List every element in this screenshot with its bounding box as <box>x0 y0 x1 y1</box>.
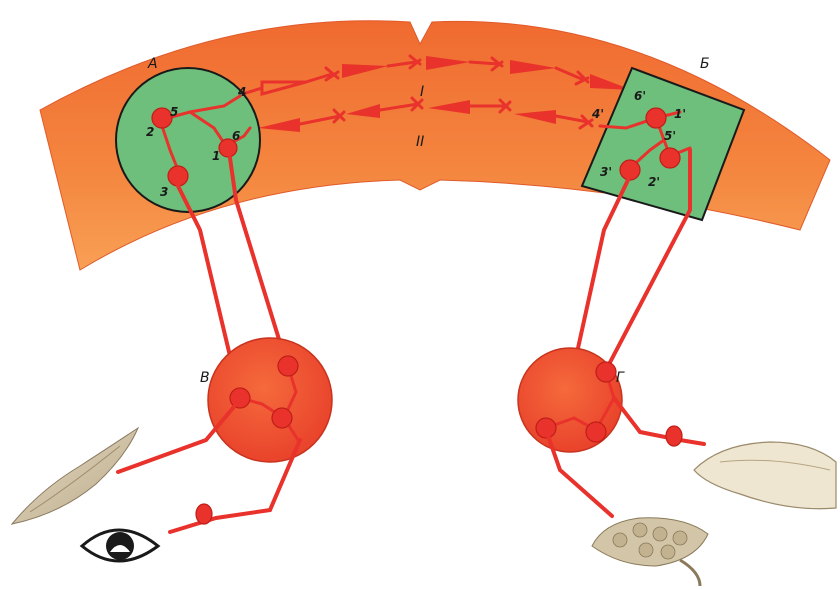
muscle-icon <box>12 428 138 524</box>
neuron-b-4-label: 4' <box>591 107 604 121</box>
pathway-1-label: I <box>420 84 424 100</box>
neuron-a-5-label: 5 <box>170 105 178 119</box>
neuron-b-3-label: 3' <box>600 165 612 179</box>
neuron-b-5 <box>660 148 680 168</box>
neuron-b-3 <box>620 160 640 180</box>
neuron-b-1-label: 1' <box>674 107 686 121</box>
zone-a: 4 5 2 6 1 3 <box>116 68 260 212</box>
neuron-b-2-label: 2' <box>648 175 660 189</box>
nucleus-g <box>518 348 622 452</box>
neuron-a-5 <box>152 108 172 128</box>
fiber-to-tongue <box>614 398 704 444</box>
eye-icon <box>82 530 158 561</box>
neuron-a-4-label: 4 <box>237 85 246 99</box>
neuron-a-6-label: 6 <box>232 129 240 143</box>
nucleus-v-label: В <box>200 370 210 386</box>
neuron-b-6 <box>646 108 666 128</box>
neuron-b-5-label: 5' <box>664 129 676 143</box>
zone-a-label: А <box>147 56 158 72</box>
nucleus-g-neuron-1 <box>596 362 616 382</box>
nucleus-g-neuron-3 <box>586 422 606 442</box>
pathway-2-label: II <box>416 134 424 150</box>
neuron-a-2-label: 2 <box>146 125 154 139</box>
tongue-icon <box>694 442 836 509</box>
nucleus-g-label: Г <box>616 370 625 386</box>
neuron-a-3 <box>168 166 188 186</box>
salivary-gland-icon <box>592 518 708 586</box>
neuron-a-3-label: 3 <box>160 185 168 199</box>
neuron-a-1-label: 1 <box>212 149 220 163</box>
neuron-b-6-label: 6' <box>634 89 646 103</box>
eye-receptor <box>196 504 212 524</box>
nucleus-v-neuron-3 <box>272 408 292 428</box>
zone-b-label: Б <box>700 56 710 72</box>
nucleus-v <box>208 338 332 462</box>
tongue-receptor <box>666 426 682 446</box>
nucleus-v-neuron-2 <box>278 356 298 376</box>
